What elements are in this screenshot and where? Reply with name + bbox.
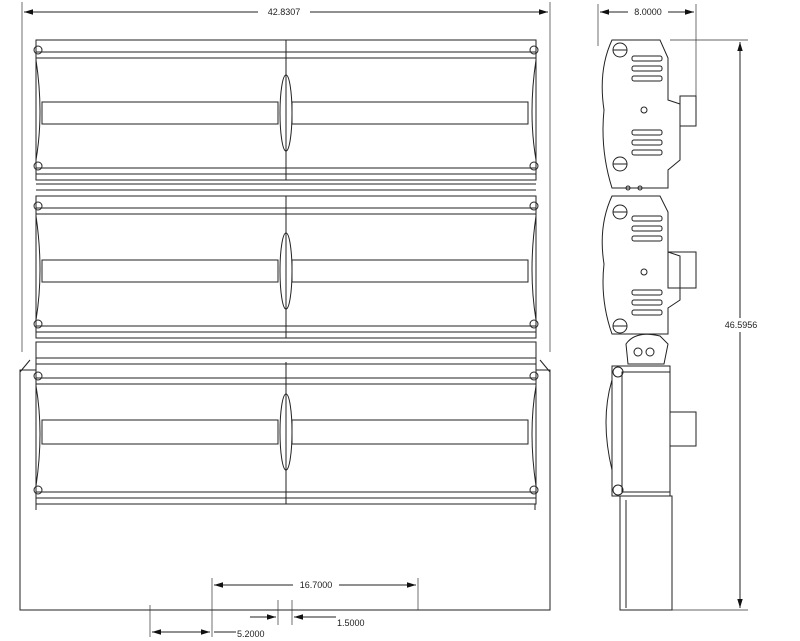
led-module-2	[33, 183, 539, 339]
pivot-joint	[625, 333, 669, 365]
dimension-bracket-span: 16.7000	[211, 578, 419, 637]
dimension-slot-width: 1.5000	[250, 600, 365, 628]
side-module-2	[601, 195, 697, 335]
side-module-1	[601, 39, 697, 191]
overall-height-label: 46.5956	[725, 320, 758, 330]
front-view: 42.8307	[19, 2, 551, 639]
bracket-offset-label: 5.2000	[237, 629, 265, 639]
dimension-bracket-offset: 5.2000	[149, 605, 265, 639]
side-depth-label: 8.0000	[634, 7, 662, 17]
led-module-1	[33, 39, 539, 181]
bracket-span-label: 16.7000	[300, 580, 333, 590]
dimension-side-depth: 8.0000	[597, 4, 697, 100]
dimension-overall-width: 42.8307	[21, 2, 551, 352]
led-module-3	[33, 341, 539, 505]
side-view: 8.0000 46.5956	[597, 4, 760, 611]
overall-width-label: 42.8307	[268, 7, 301, 17]
dimension-overall-height: 46.5956	[670, 39, 760, 611]
side-module-3	[605, 365, 697, 611]
slot-width-label: 1.5000	[337, 618, 365, 628]
